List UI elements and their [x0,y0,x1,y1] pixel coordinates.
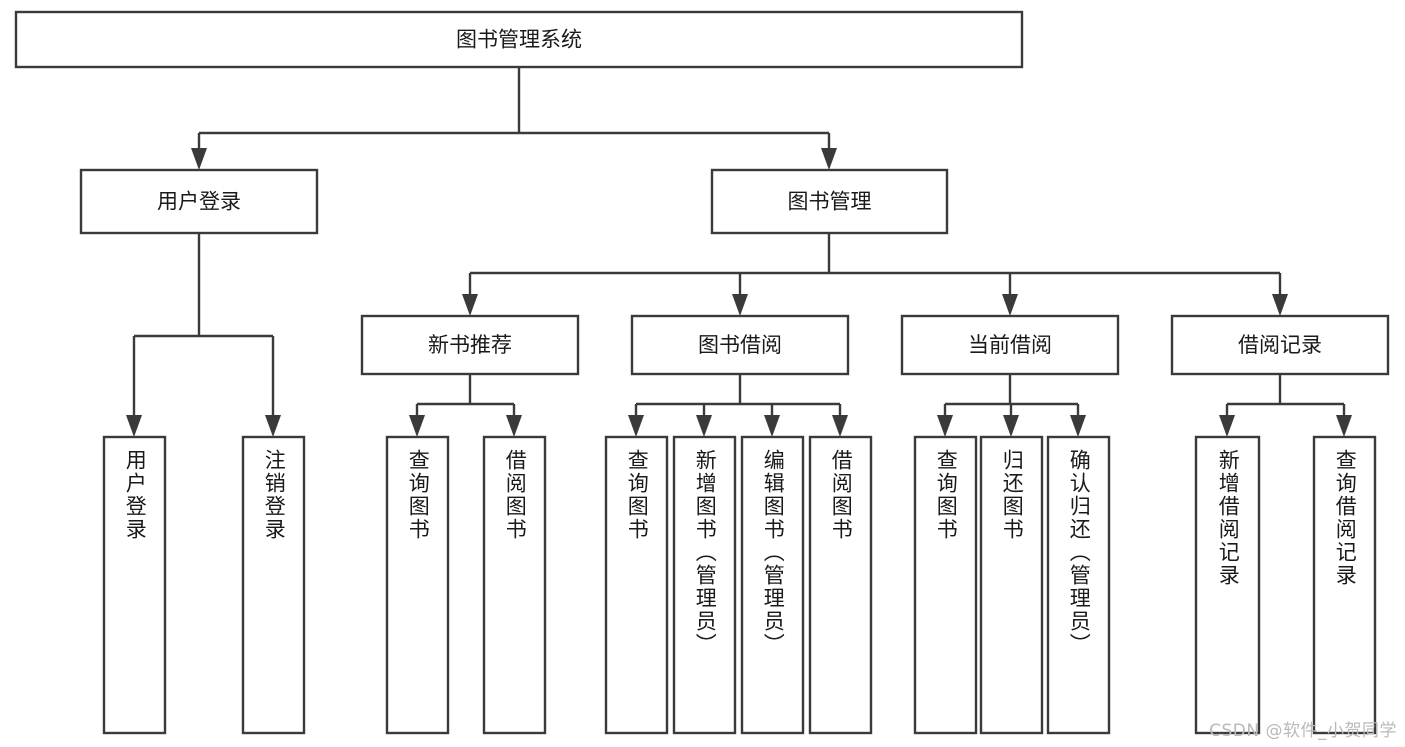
node-box-leaf-10[interactable] [1046,435,1111,735]
node-box-leaf-0[interactable] [102,435,167,735]
node-label-level3-3: 借阅记录 [1238,333,1322,357]
arrowhead-4-2 [764,415,780,437]
arrowhead-0-0 [191,148,207,170]
node-box-level2-0[interactable] [79,168,319,235]
node-box-level3-0[interactable] [360,314,580,376]
arrowhead-2-2 [1002,294,1018,316]
arrowhead-6-1 [1336,415,1352,437]
node-label-level3-1: 图书借阅 [698,333,782,357]
arrowhead-4-0 [628,415,644,437]
arrowhead-0-1 [821,148,837,170]
node-label-level3-0: 新书推荐 [428,333,512,357]
node-box-level3-3[interactable] [1170,314,1390,376]
node-box-leaf-1[interactable] [241,435,306,735]
node-box-level2-1[interactable] [710,168,949,235]
arrowhead-5-1 [1003,415,1019,437]
node-box-leaf-6[interactable] [740,435,805,735]
node-box-leaf-7[interactable] [808,435,873,735]
csdn-watermark: CSDN @软件_小贺同学 [1209,721,1397,741]
arrowhead-5-2 [1070,415,1086,437]
boxes-layer [14,10,1390,735]
arrowhead-3-0 [409,415,425,437]
arrowhead-6-0 [1219,415,1235,437]
node-box-leaf-5[interactable] [672,435,737,735]
arrowhead-2-1 [732,294,748,316]
arrowhead-2-3 [1272,294,1288,316]
node-box-leaf-9[interactable] [979,435,1044,735]
node-box-leaf-8[interactable] [913,435,978,735]
arrowhead-5-0 [937,415,953,437]
arrowhead-3-1 [506,415,522,437]
arrowhead-1-0 [126,415,142,437]
arrowhead-1-1 [265,415,281,437]
arrowhead-2-0 [462,294,478,316]
connectors-layer [126,67,1352,437]
arrowhead-4-1 [696,415,712,437]
node-box-level3-2[interactable] [900,314,1120,376]
node-box-level3-1[interactable] [630,314,850,376]
node-box-root[interactable] [14,10,1024,69]
node-box-leaf-11[interactable] [1194,435,1261,735]
arrowhead-4-3 [832,415,848,437]
node-box-leaf-4[interactable] [604,435,669,735]
node-label-level2-0: 用户登录 [157,190,241,214]
node-box-leaf-2[interactable] [385,435,450,735]
node-box-leaf-12[interactable] [1312,435,1377,735]
node-box-leaf-3[interactable] [482,435,547,735]
node-label-level2-1: 图书管理 [788,190,872,214]
node-label-level3-2: 当前借阅 [968,333,1052,357]
node-label-root: 图书管理系统 [456,28,582,52]
